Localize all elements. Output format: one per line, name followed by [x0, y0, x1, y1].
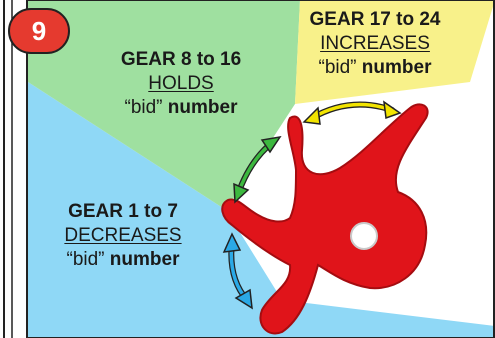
zone-holds-number: number [167, 96, 238, 118]
zone-holds-wedge [28, 0, 300, 210]
gear-lever [221, 103, 429, 335]
zone-holds-gear-range: GEAR 8 to 16 [120, 49, 242, 70]
zone-decreases-wedge [28, 82, 495, 338]
panel-border [26, 0, 495, 338]
zone-decreases-bid: “bid” [66, 248, 105, 270]
zone-decreases-gear-range: GEAR 1 to 7 [68, 201, 178, 222]
zone-increases-wedge [295, 0, 495, 104]
arrow-holds-head-bottom [233, 182, 250, 204]
zone-decreases-number: number [109, 248, 180, 270]
arrow-increases-head-right [383, 100, 402, 120]
arrow-holds-head-top [260, 135, 282, 154]
step-number-badge: 9 [8, 8, 70, 54]
zone-increases-action: INCREASES [320, 32, 430, 54]
zone-holds-action: HOLDS [148, 72, 214, 94]
zone-increases-number: number [361, 56, 432, 78]
zone-decreases-action: DECREASES [64, 224, 182, 246]
zone-decreases-label: GEAR 1 to 7 DECREASES “bid” number [38, 202, 208, 270]
zone-increases-label: GEAR 17 to 24 INCREASES “bid” number [285, 10, 465, 78]
zone-increases-bid: “bid” [318, 56, 357, 78]
zone-holds-bid: “bid” [124, 96, 163, 118]
arrow-increases-head-left [302, 106, 321, 125]
zone-increases-suffix: “bid” number [285, 56, 465, 78]
zone-holds-suffix: “bid” number [96, 96, 266, 118]
zone-decreases-suffix: “bid” number [38, 248, 208, 270]
arrow-decreases-head-top [222, 232, 242, 253]
zone-holds-label: GEAR 8 to 16 HOLDS “bid” number [96, 50, 266, 118]
arrow-increases-fill [310, 102, 394, 120]
zone-increases-gear-range: GEAR 17 to 24 [309, 9, 441, 30]
arrow-decreases-head-bottom [234, 288, 253, 310]
